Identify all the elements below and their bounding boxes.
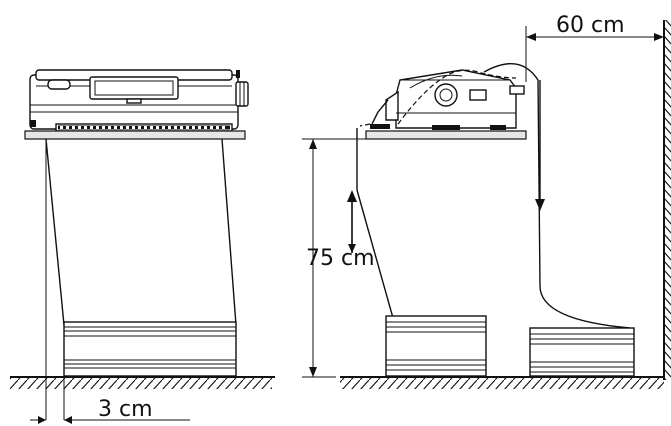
wall-clearance-label: 60 cm: [556, 13, 625, 38]
side-clearance-label: 3 cm: [98, 397, 153, 422]
wall-clearance-dimension: [525, 26, 664, 82]
paper-stack-left: [63, 321, 237, 377]
paper-stack-front: [385, 315, 487, 377]
table-height-dimension: [302, 138, 366, 378]
wall: [663, 20, 671, 380]
paper-stack-rear: [529, 327, 635, 377]
printer-side-icon: [370, 69, 525, 130]
front-view: 3 cm: [10, 69, 275, 424]
table-top-right: [365, 130, 527, 140]
paper-sheet-left: [45, 138, 237, 326]
tractor-holes: [60, 126, 225, 129]
side-clearance-dimension: [30, 139, 190, 424]
paper-output-path: [483, 63, 631, 329]
paper-feed-path: [347, 69, 517, 319]
floor-left: [10, 376, 275, 389]
printer-front-icon: [29, 69, 249, 132]
table-top-left: [24, 130, 246, 140]
table-height-label: 75 cm: [306, 246, 375, 271]
side-view: 75 cm 60 cm: [302, 13, 671, 389]
floor-right: [340, 376, 664, 389]
